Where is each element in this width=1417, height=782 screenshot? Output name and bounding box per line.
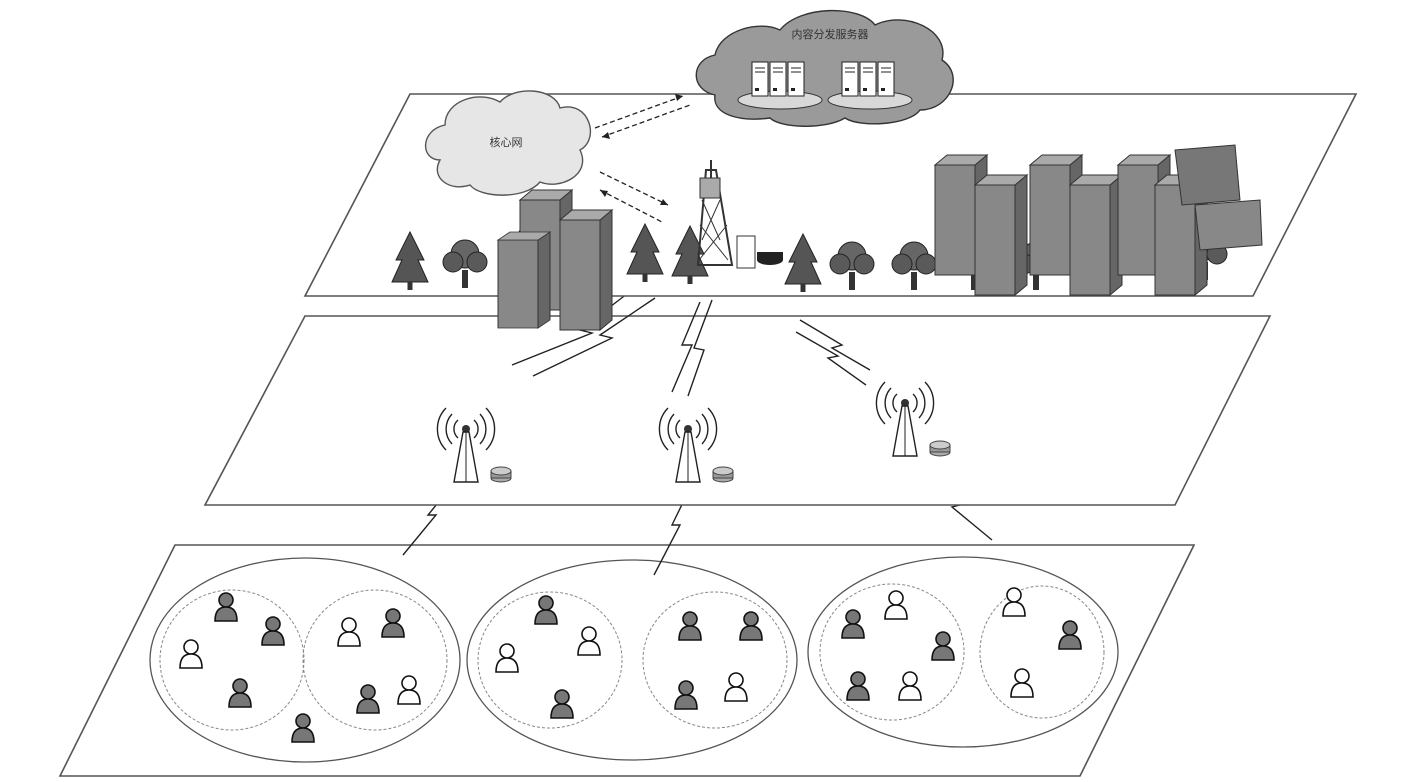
- core-network-label: 核心网: [490, 135, 523, 149]
- macro-cell-tower: [696, 160, 783, 269]
- server-icon: [859, 61, 877, 97]
- server-icon: [877, 61, 895, 97]
- server-icon: [787, 61, 805, 97]
- cache-server-cloud: 内容分发服务器: [695, 9, 954, 127]
- server-icon: [751, 61, 769, 97]
- user-group-2: [466, 559, 798, 761]
- user-layer-plane: [58, 544, 1196, 777]
- server-icon: [769, 61, 787, 97]
- server-icon: [841, 61, 859, 97]
- core-network-cloud: 核心网: [424, 90, 591, 196]
- base-station-layer-plane: [203, 315, 1272, 506]
- cache-server-label: 内容分发服务器: [792, 27, 869, 41]
- dashed-connections: [594, 94, 691, 223]
- macro-to-bs-links: [511, 289, 871, 397]
- buildings: [497, 144, 1263, 331]
- user-group-1: [149, 557, 461, 763]
- user-group-3: [807, 556, 1119, 748]
